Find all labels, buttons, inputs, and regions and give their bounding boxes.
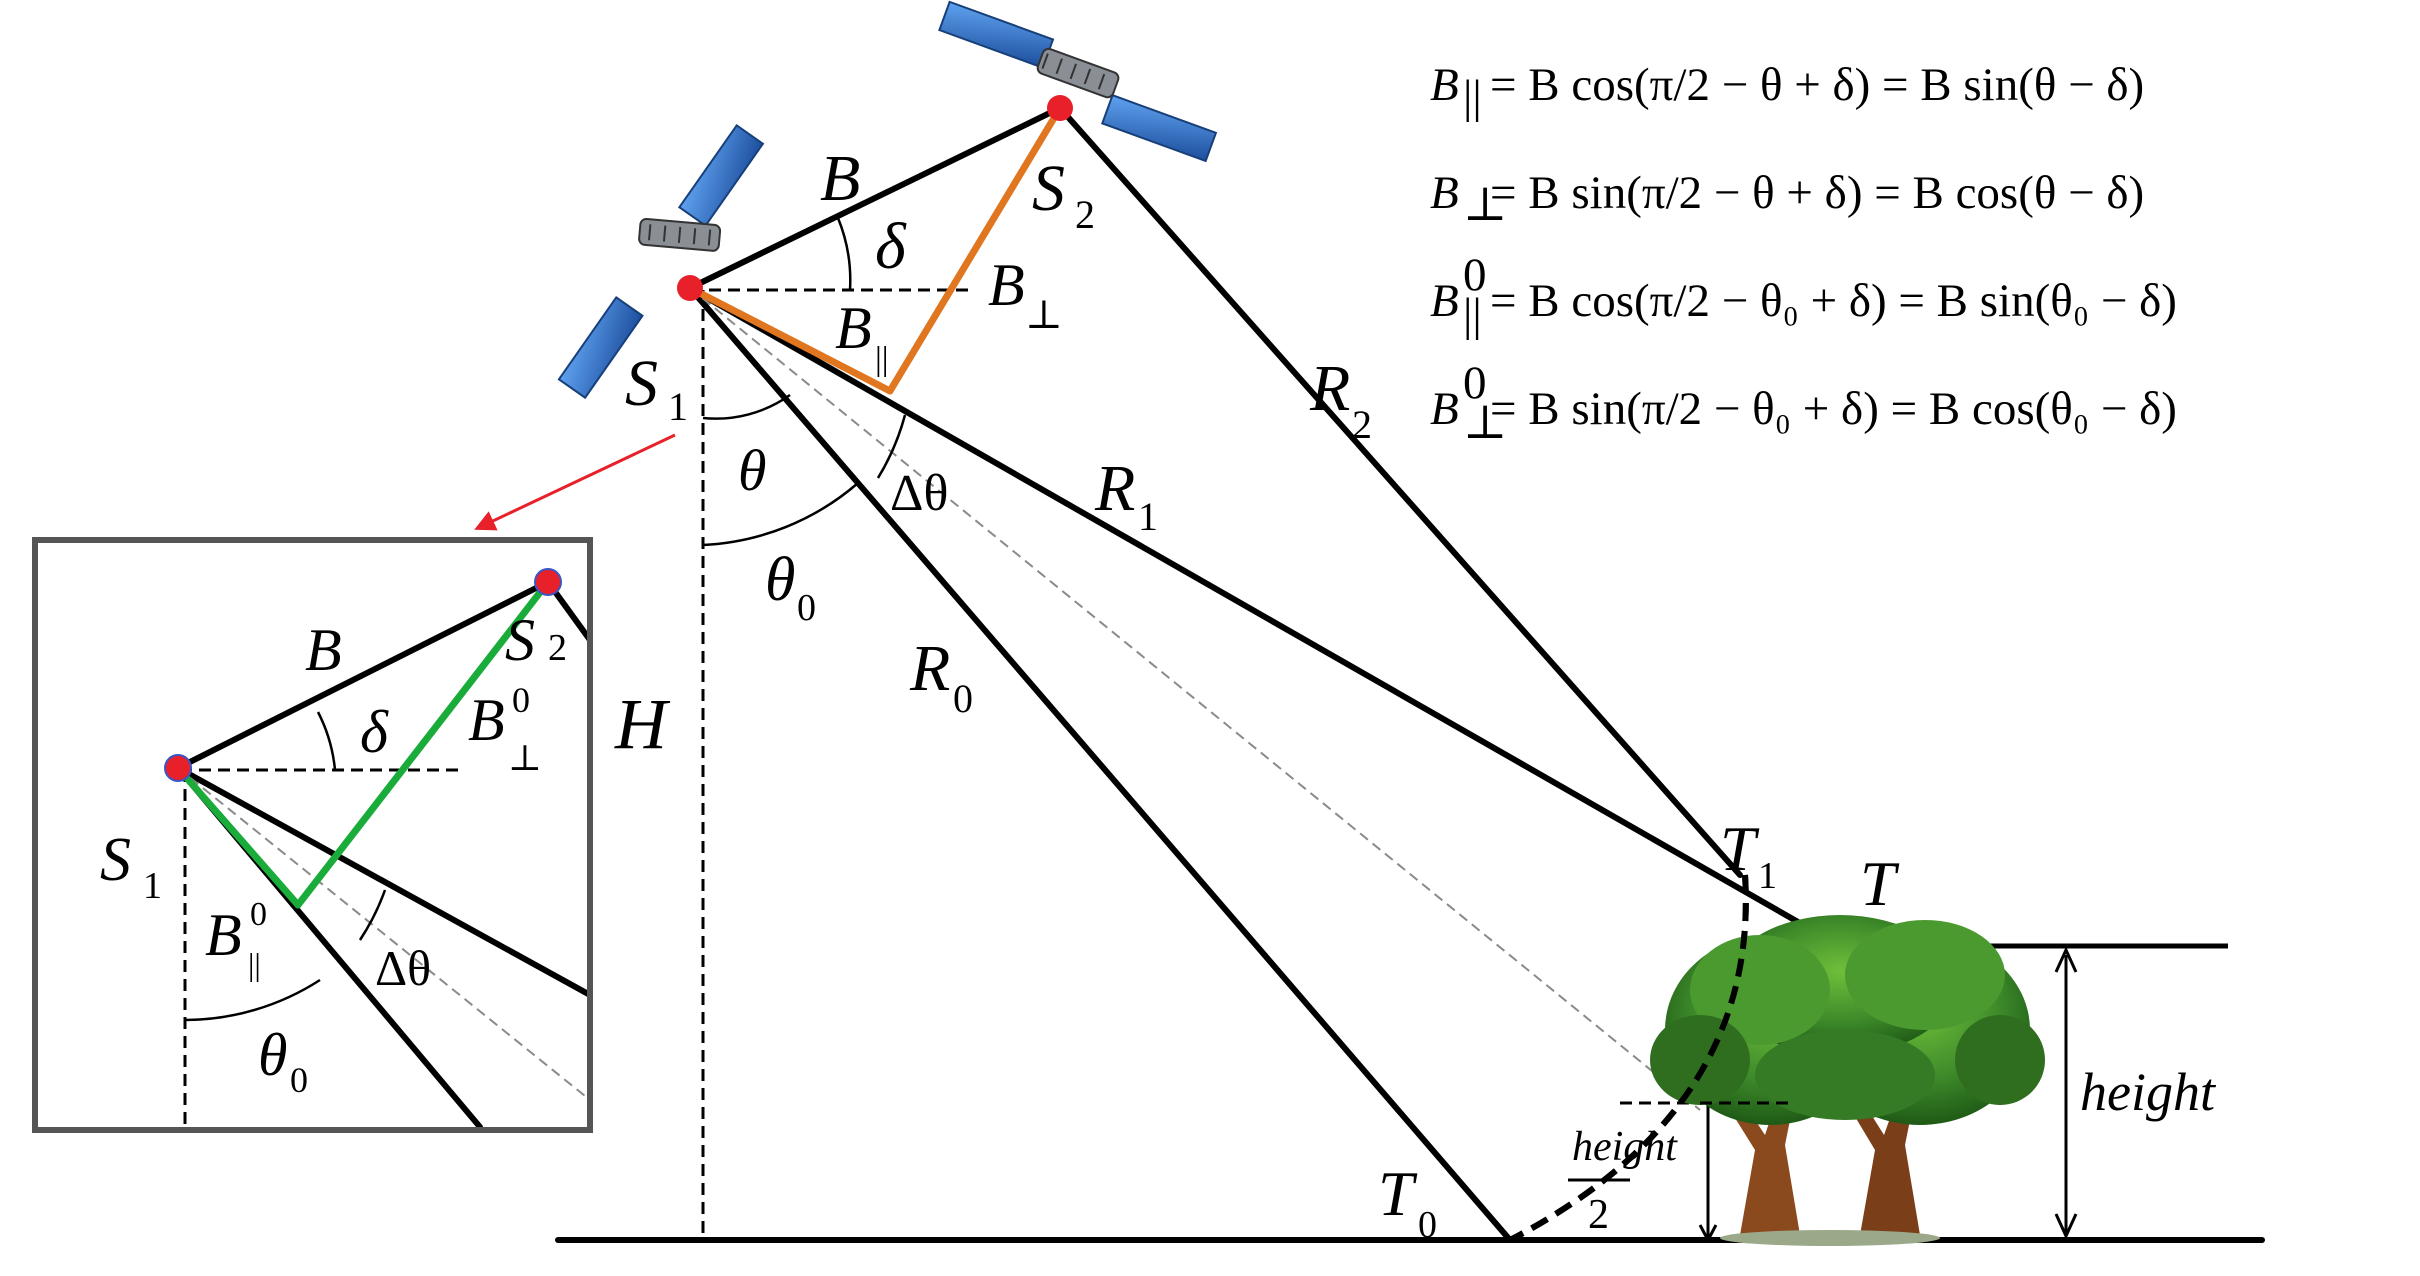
inset-baseline-b <box>175 579 551 771</box>
inset-label-b-par0-sub: || <box>248 946 261 982</box>
b-parallel-component <box>686 284 894 395</box>
baseline-b <box>687 105 1063 291</box>
inset-label-b-perp0-sub: ⊥ <box>508 738 542 778</box>
equation-2: B ⊥ = B sin(π/2 − θ + δ) = B cos(θ − δ) <box>1430 167 2144 231</box>
inset-label-s1: S <box>100 826 131 894</box>
label-theta0-sub: 0 <box>797 587 816 629</box>
range-r0 <box>687 285 1513 1243</box>
inset-theta0-arc <box>184 978 321 1022</box>
eq2-body: = B sin(π/2 − θ + δ) = B cos(θ − δ) <box>1490 167 2144 219</box>
inset-label-b: B <box>305 617 342 683</box>
inset-label-s2: S <box>505 607 535 673</box>
label-b-par: B <box>835 295 872 361</box>
eq1-body: = B cos(π/2 − θ + δ) = B sin(θ − δ) <box>1490 59 2144 111</box>
label-r1: R <box>1094 452 1135 525</box>
inset-label-b-par0-sup: 0 <box>250 896 267 933</box>
svg-text:B: B <box>1430 59 1459 111</box>
label-r0-sub: 0 <box>953 676 973 721</box>
label-half-height-num: height <box>1572 1124 1678 1170</box>
inset-label-delta: δ <box>360 699 389 765</box>
label-height: height <box>2080 1062 2217 1122</box>
label-theta: θ <box>738 438 767 503</box>
eq3-sub: || <box>1463 289 1482 341</box>
inset-border <box>32 537 593 1133</box>
inset-label-b-perp0-sup: 0 <box>512 680 530 720</box>
inset-label-b-par0: B <box>205 902 242 968</box>
label-h: H <box>614 684 671 764</box>
label-t1: T <box>1720 813 1760 884</box>
label-s2: S <box>1032 152 1065 225</box>
inset-label-dtheta: Δθ <box>375 940 431 996</box>
eq4-body: = B sin(π/2 − θ₀ + δ) = B cos(θ₀ − δ) <box>1490 383 2177 435</box>
half-height-arrow <box>1698 1224 1718 1244</box>
main-labels: B δ S 2 S 1 B ⊥ B || θ Δθ θ 0 R 2 R 1 R … <box>614 142 2217 1246</box>
range-r1 <box>687 285 1843 949</box>
label-t1-sub: 1 <box>1758 855 1777 897</box>
equation-1: B || = B cos(π/2 − θ + δ) = B sin(θ − δ) <box>1430 59 2144 123</box>
eq4-sup: 0 <box>1463 357 1487 409</box>
label-s2-sub: 2 <box>1075 192 1095 237</box>
inset-dtheta-arc <box>358 889 387 941</box>
label-b-perp: B <box>988 252 1025 318</box>
inset-label-s2-sub: 2 <box>548 627 567 669</box>
eq3-sup: 0 <box>1463 249 1487 301</box>
svg-text:B: B <box>1430 383 1459 435</box>
label-s1: S <box>625 347 658 420</box>
dtheta-arc <box>876 414 907 479</box>
theta0-arc <box>702 482 859 547</box>
zoom-arrow <box>474 433 676 531</box>
range-r2 <box>1057 105 1743 878</box>
label-b: B <box>820 142 860 215</box>
label-r2: R <box>1309 352 1350 425</box>
label-half-height-den: 2 <box>1588 1192 1609 1238</box>
equations-block: B || = B cos(π/2 − θ + δ) = B sin(θ − δ)… <box>1430 59 2177 449</box>
inset-panel: B δ S 2 B 0 ⊥ S 1 B 0 || Δθ θ 0 <box>32 537 593 1133</box>
equation-4: B 0 ⊥ = B sin(π/2 − θ₀ + δ) = B cos(θ₀ −… <box>1430 357 2177 449</box>
eq1-sub: || <box>1463 71 1482 123</box>
svg-text:B: B <box>1430 275 1459 327</box>
tree-icon <box>1650 915 2045 1246</box>
label-dtheta: Δθ <box>890 465 948 522</box>
delta-arc <box>836 217 852 291</box>
inset-r1 <box>175 765 587 997</box>
inset-label-s1-sub: 1 <box>143 865 162 907</box>
b-perp-component <box>886 104 1064 395</box>
svg-text:B: B <box>1430 167 1459 219</box>
height-arrow-top <box>2054 946 2078 973</box>
mid-look-dashed <box>689 287 1701 1111</box>
height-arrow-bottom <box>2054 1213 2078 1240</box>
eq2-sub: ⊥ <box>1463 179 1507 231</box>
label-b-perp-sub: ⊥ <box>1025 292 1063 337</box>
inset-label-b-perp0: B <box>468 687 505 753</box>
label-t: T <box>1860 848 1900 919</box>
inset-s2-point <box>534 568 562 596</box>
eq4-sub: ⊥ <box>1463 397 1507 449</box>
satellite-icon <box>938 0 1218 163</box>
label-r2-sub: 2 <box>1352 402 1372 447</box>
label-theta0: θ <box>765 546 795 614</box>
inset-label-theta0: θ <box>258 1022 287 1088</box>
inset-label-theta0-sub: 0 <box>290 1060 308 1100</box>
equation-3: B 0 || = B cos(π/2 − θ₀ + δ) = B sin(θ₀ … <box>1430 249 2177 341</box>
inset-s1-point <box>164 754 192 782</box>
equal-range-arc-overlay <box>1508 874 1749 1243</box>
label-t0-sub: 0 <box>1418 1204 1437 1246</box>
satellite-icon <box>557 123 765 400</box>
inset-b-par-0 <box>174 764 302 909</box>
inset-b-perp-0 <box>294 578 552 909</box>
main-diagram <box>555 104 2265 1244</box>
inset-mid-dashed <box>177 767 587 1099</box>
eq3-body: = B cos(π/2 − θ₀ + δ) = B sin(θ₀ − δ) <box>1490 275 2177 327</box>
label-b-par-sub: || <box>875 341 889 378</box>
label-t0: T <box>1378 1158 1418 1229</box>
label-s1-sub: 1 <box>668 384 688 429</box>
label-r0: R <box>909 632 950 705</box>
label-delta: δ <box>875 210 907 283</box>
theta-arc <box>702 393 791 420</box>
inset-delta-arc <box>316 711 337 771</box>
label-r1-sub: 1 <box>1138 494 1158 539</box>
